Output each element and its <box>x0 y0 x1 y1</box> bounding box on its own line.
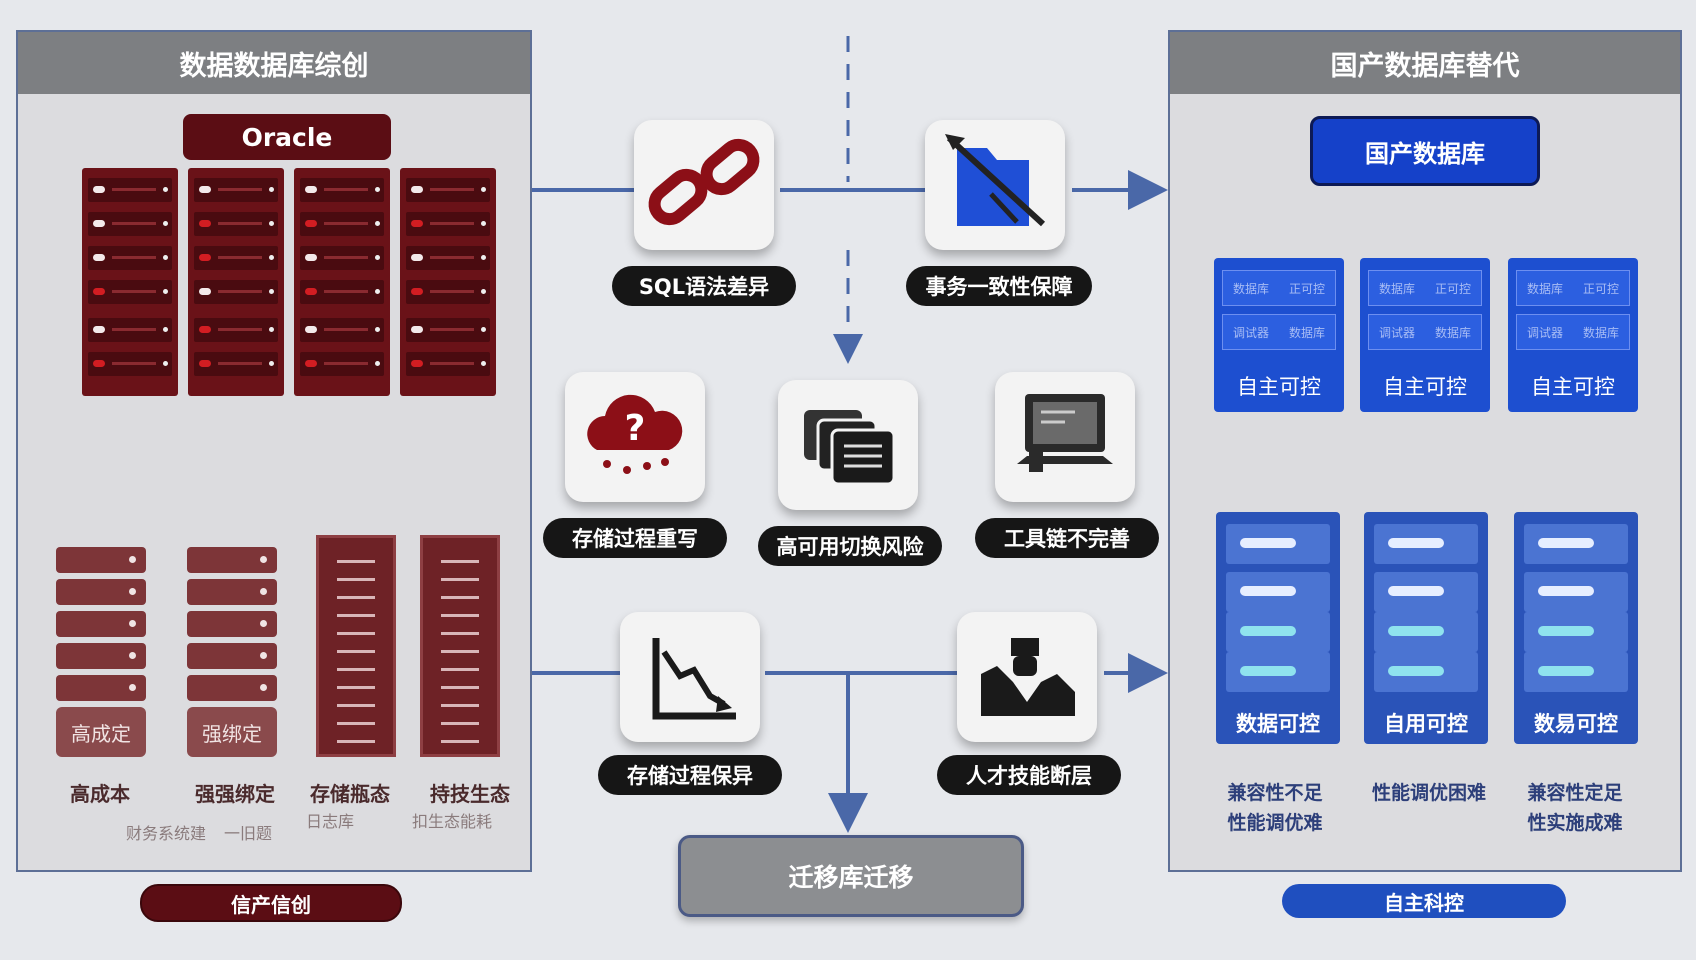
stored-procedure-diff-label: 存储过程保异 <box>598 755 782 795</box>
domestic-server: 数易可控 <box>1514 512 1638 744</box>
migration-box: 迁移库迁移 <box>678 835 1024 917</box>
stored-procedure-diff-card <box>620 612 760 742</box>
oracle-rack <box>82 168 178 396</box>
talent-gap-label: 人才技能断层 <box>937 755 1121 795</box>
cube-cell: 调试器 <box>1232 325 1269 340</box>
transaction-label: 事务一致性保障 <box>906 266 1092 306</box>
server-label: 强绑定 <box>187 707 277 757</box>
server-label: 自用可控 <box>1384 712 1468 736</box>
oracle-label: Oracle <box>183 114 391 160</box>
sql-syntax-label: SQL语法差异 <box>612 266 796 306</box>
server-label: 高成定 <box>56 707 146 757</box>
stacked-documents-icon <box>804 410 896 486</box>
domestic-footer-badge: 自主科控 <box>1282 884 1566 918</box>
legacy-panel-title: 数据数据库综创 <box>18 32 530 94</box>
cube-cell: 数据库 <box>1232 281 1269 296</box>
legacy-tower-server <box>420 535 500 757</box>
ha-switch-label: 高可用切换风险 <box>758 526 942 566</box>
svg-text:?: ? <box>625 408 646 449</box>
legacy-caption: 强强绑定 <box>195 782 275 806</box>
legacy-note: 扣生态能耗 <box>412 812 493 831</box>
declining-chart-icon <box>652 638 736 720</box>
cube-label: 自主可控 <box>1383 375 1467 399</box>
autonomous-cube: 数据库 正可控 调试器 数据库 自主可控 <box>1360 258 1490 412</box>
domestic-db-label: 国产数据库 <box>1310 116 1540 186</box>
worker-silhouette-icon <box>981 638 1075 716</box>
legacy-caption: 存储瓶态 <box>310 782 390 806</box>
legacy-note: 财务系统建 <box>126 824 207 843</box>
autonomous-cube: 数据库 正可控 调试器 数据库 自主可控 <box>1214 258 1344 412</box>
cube-cell: 数据库 <box>1526 281 1563 296</box>
domestic-caption: 兼容性定足 性实施成难 <box>1500 778 1650 838</box>
legacy-caption: 高成本 <box>70 782 130 806</box>
folder-cut-icon <box>945 134 1046 227</box>
computer-terminal-icon <box>1017 394 1113 472</box>
cube-cell: 正可控 <box>1288 281 1325 296</box>
domestic-caption: 兼容性不足 性能调优难 <box>1200 778 1350 838</box>
caption-line: 性能调优难 <box>1227 812 1323 834</box>
oracle-rack <box>294 168 390 396</box>
transaction-card <box>925 120 1065 250</box>
legacy-tower-server <box>316 535 396 757</box>
oracle-rack <box>188 168 284 396</box>
server-label: 数易可控 <box>1534 712 1618 736</box>
sql-syntax-card <box>634 120 774 250</box>
legacy-caption: 持技生态 <box>430 782 510 806</box>
caption-line: 兼容性不足 <box>1227 782 1323 804</box>
caption-line: 性能调优困难 <box>1371 782 1486 804</box>
caption-line: 兼容性定足 <box>1527 782 1623 804</box>
toolchain-card <box>995 372 1135 502</box>
domestic-server: 数据可控 <box>1216 512 1340 744</box>
legacy-storage-server: 强绑定 <box>187 535 277 760</box>
broken-chain-icon <box>648 138 760 226</box>
storm-cloud-question-icon: ? <box>587 394 683 474</box>
legacy-note: 一旧题 <box>224 824 273 843</box>
caption-line: 性实施成难 <box>1527 812 1623 834</box>
cube-cell: 调试器 <box>1526 325 1563 340</box>
domestic-panel-title: 国产数据库替代 <box>1170 32 1680 94</box>
cube-cell: 调试器 <box>1378 325 1415 340</box>
legacy-footer-badge: 信产信创 <box>140 884 402 922</box>
stored-procedure-card: ? <box>565 372 705 502</box>
ha-switch-card <box>778 380 918 510</box>
oracle-rack <box>400 168 496 396</box>
legacy-note: 日志库 <box>306 812 355 831</box>
cube-cell: 正可控 <box>1582 281 1619 296</box>
server-label: 数据可控 <box>1236 712 1320 736</box>
cube-cell: 数据库 <box>1582 325 1619 340</box>
domestic-server: 自用可控 <box>1364 512 1488 744</box>
toolchain-label: 工具链不完善 <box>975 518 1159 558</box>
cube-label: 自主可控 <box>1237 375 1321 399</box>
talent-gap-card <box>957 612 1097 742</box>
domestic-caption: 性能调优困难 <box>1354 778 1504 808</box>
legacy-storage-server: 高成定 <box>56 535 146 760</box>
cube-cell: 正可控 <box>1434 281 1471 296</box>
cube-label: 自主可控 <box>1531 375 1615 399</box>
cube-cell: 数据库 <box>1378 281 1415 296</box>
stored-procedure-label: 存储过程重写 <box>543 518 727 558</box>
cube-cell: 数据库 <box>1434 325 1471 340</box>
autonomous-cube: 数据库 正可控 调试器 数据库 自主可控 <box>1508 258 1638 412</box>
cube-cell: 数据库 <box>1288 325 1325 340</box>
